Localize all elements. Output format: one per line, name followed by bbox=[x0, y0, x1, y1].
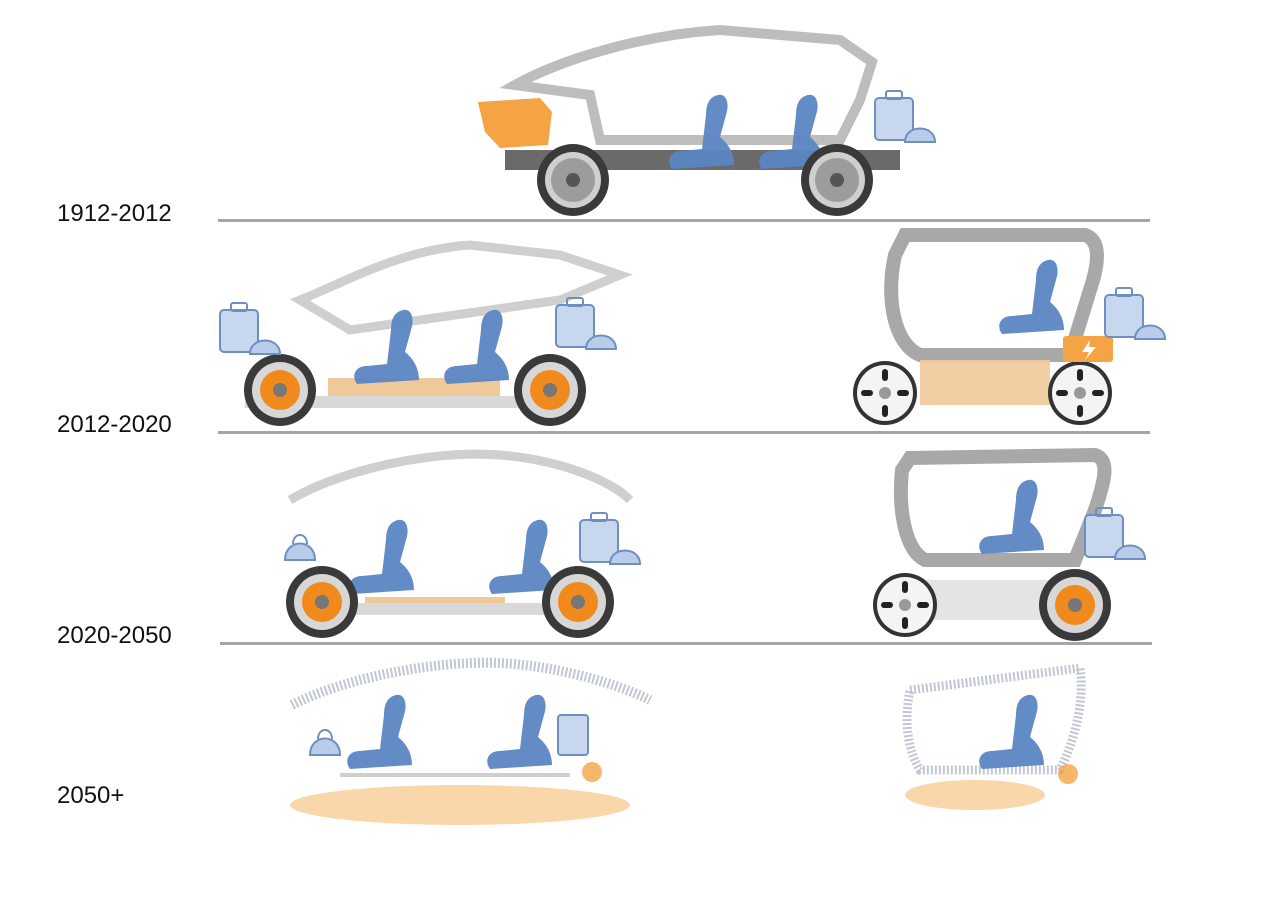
luggage-icon bbox=[555, 297, 617, 350]
era-label-2050-plus: 2050+ bbox=[57, 782, 125, 809]
luggage-icon bbox=[219, 302, 281, 355]
ev-sedan-2020 bbox=[284, 449, 641, 638]
floor-platform bbox=[340, 773, 570, 777]
engine-icon bbox=[478, 98, 552, 148]
wheel-icon bbox=[537, 144, 609, 216]
floor-platform bbox=[245, 396, 580, 408]
wheel-icon bbox=[542, 566, 614, 638]
nuclear-icon bbox=[1058, 764, 1078, 784]
future-car-2050 bbox=[289, 657, 653, 825]
energy-field bbox=[290, 785, 630, 825]
luggage-icon bbox=[874, 90, 936, 143]
car-body-frame bbox=[893, 447, 1112, 567]
car-body-frame bbox=[499, 24, 878, 145]
seat-icon bbox=[487, 694, 552, 769]
battery-pack bbox=[920, 360, 1050, 405]
floor-platform bbox=[290, 603, 610, 615]
combustion-car bbox=[478, 24, 936, 216]
era-divider-3 bbox=[220, 642, 1152, 645]
car-body-frame bbox=[289, 240, 633, 335]
wheel-icon bbox=[244, 354, 316, 426]
roof-panel bbox=[287, 449, 634, 504]
seat-icon bbox=[979, 694, 1044, 769]
car-body-frame bbox=[884, 228, 1104, 362]
era-label-1912-2012: 1912-2012 bbox=[57, 200, 172, 227]
era-divider-1 bbox=[218, 219, 1150, 222]
luggage-icon bbox=[557, 714, 589, 756]
seat-icon bbox=[444, 309, 509, 384]
seat-icon bbox=[349, 519, 414, 594]
nuclear-icon bbox=[582, 762, 602, 782]
bag-icon bbox=[309, 729, 341, 756]
bag-icon bbox=[284, 534, 316, 561]
luggage-icon bbox=[1104, 287, 1166, 340]
wheel-icon bbox=[801, 144, 873, 216]
ev-sedan-2012 bbox=[219, 240, 633, 426]
seat-icon bbox=[999, 259, 1064, 334]
roof-panel bbox=[289, 657, 653, 710]
floor-platform bbox=[915, 580, 1055, 620]
luggage-icon bbox=[1084, 507, 1146, 560]
era-divider-2 bbox=[218, 431, 1150, 434]
era-label-2012-2020: 2012-2020 bbox=[57, 411, 172, 438]
seat-icon bbox=[489, 519, 554, 594]
ev-microcar-2012 bbox=[853, 228, 1166, 425]
battery-pack bbox=[365, 597, 505, 603]
wheel-icon bbox=[873, 573, 937, 637]
seat-icon bbox=[347, 694, 412, 769]
luggage-icon bbox=[579, 512, 641, 565]
wheel-icon bbox=[1048, 361, 1112, 425]
ev-microcar-2020 bbox=[873, 447, 1146, 641]
wheel-icon bbox=[286, 566, 358, 638]
energy-field bbox=[905, 780, 1045, 810]
wheel-icon bbox=[853, 361, 917, 425]
future-microcar-2050 bbox=[902, 662, 1086, 810]
seat-icon bbox=[979, 479, 1044, 554]
seat-icon bbox=[669, 94, 734, 169]
wheel-icon bbox=[514, 354, 586, 426]
wheel-icon bbox=[1039, 569, 1111, 641]
era-label-2020-2050: 2020-2050 bbox=[57, 622, 172, 649]
